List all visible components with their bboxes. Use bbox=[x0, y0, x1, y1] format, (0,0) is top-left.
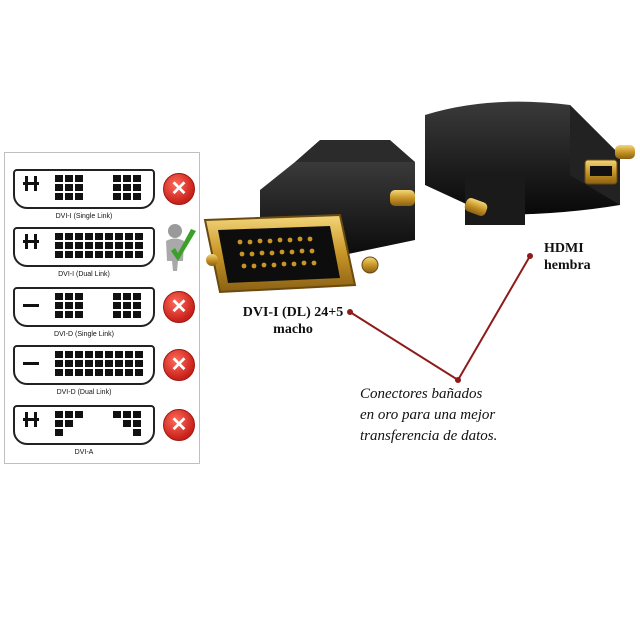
dvi-callout: DVI-I (DL) 24+5 macho bbox=[224, 304, 362, 338]
connector-label: DVI-I (Dual Link) bbox=[58, 271, 110, 278]
hdmi-callout-line2: hembra bbox=[544, 258, 591, 273]
dvi-callout-line1: DVI-I (DL) 24+5 bbox=[242, 305, 344, 320]
hdmi-callout: HDMI hembra bbox=[544, 240, 591, 274]
dvi-row-dual-link-d: DVI-D (Dual Link) ✕ bbox=[5, 337, 201, 396]
gold-connectors-callout: Conectores bañados en oro para una mejor… bbox=[360, 384, 497, 447]
dvi-i-dual-link-diagram bbox=[13, 227, 155, 267]
connector-label: DVI-D (Dual Link) bbox=[56, 389, 112, 396]
hdmi-callout-line1: HDMI bbox=[544, 241, 584, 256]
checkmark-figure-icon bbox=[159, 221, 199, 273]
dvi-i-single-link-diagram bbox=[13, 169, 155, 209]
cross-icon: ✕ bbox=[163, 409, 195, 441]
cross-icon: ✕ bbox=[163, 291, 195, 323]
gold-callout-line2: en oro para una mejor bbox=[360, 407, 496, 423]
dvi-types-chart: DVI-I (Single Link) ✕ DVI-I (Dual Link) bbox=[4, 152, 200, 464]
dvi-row-analog: DVI-A ✕ bbox=[5, 397, 201, 456]
dvi-d-single-link-diagram bbox=[13, 287, 155, 327]
cross-icon: ✕ bbox=[163, 349, 195, 381]
cross-icon: ✕ bbox=[163, 173, 195, 205]
gold-callout-line3: transferencia de datos. bbox=[360, 428, 498, 444]
dvi-a-diagram bbox=[13, 405, 155, 445]
dvi-row-single-link-i: DVI-I (Single Link) ✕ bbox=[5, 161, 201, 220]
dvi-end-adapter bbox=[203, 140, 415, 294]
dvi-row-single-link-d: DVI-D (Single Link) ✕ bbox=[5, 279, 201, 338]
dvi-hdmi-adapter-illustration bbox=[203, 101, 635, 294]
dvi-d-dual-link-diagram bbox=[13, 345, 155, 385]
connector-label: DVI-A bbox=[74, 449, 94, 456]
connector-label: DVI-D (Single Link) bbox=[54, 331, 114, 338]
leader-dot-center bbox=[455, 377, 461, 383]
dvi-callout-line2: macho bbox=[273, 322, 313, 337]
hdmi-end-adapter bbox=[425, 101, 635, 225]
gold-callout-line1: Conectores bañados bbox=[360, 386, 483, 402]
connector-label: DVI-I (Single Link) bbox=[55, 213, 113, 220]
dvi-row-dual-link-i: DVI-I (Dual Link) bbox=[5, 219, 201, 278]
